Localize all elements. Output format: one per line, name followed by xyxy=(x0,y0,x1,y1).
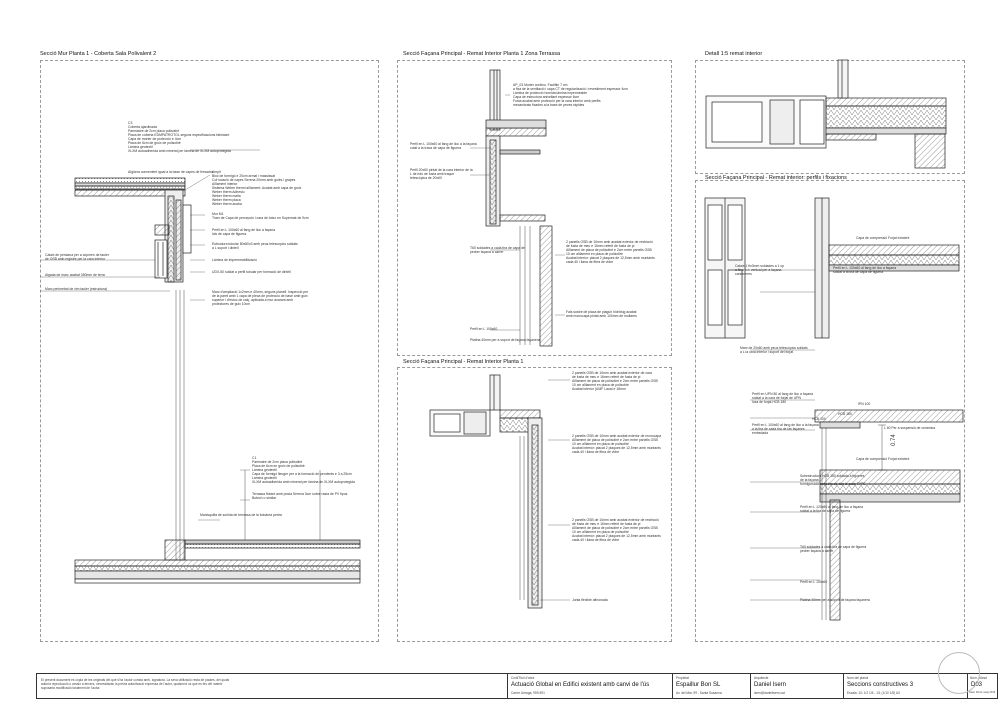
panel-title: Secció Mur Planta 1 - Coberta Sala Poliv… xyxy=(40,51,157,57)
panel-title: Secció Façana Principal - Remat interior… xyxy=(705,175,847,181)
annotation: Calaix de persiana per a cúpmen de taule… xyxy=(45,253,109,261)
annotation: 2 panells OSB de 10mm amb acabat exterio… xyxy=(572,371,658,391)
annotation: Mur M1 Tram de Capa de percepció i cara … xyxy=(212,212,309,220)
annotation: Platina 40mm per a suport de façana faça… xyxy=(470,338,540,342)
dimension-label: IPN 100 xyxy=(858,402,871,406)
drawing-name: Seccions constructives 3 xyxy=(847,682,914,688)
owner-address: Av. del Mar, 99 - Santa Susanna xyxy=(676,691,722,695)
annotation: Perfil en L 120x80 al fang de lloc a faç… xyxy=(800,505,864,513)
annotation: Perfil en L 100x60 xyxy=(470,327,498,331)
architect-name: Daniel Isern xyxy=(754,682,787,688)
annotation: 2 panells OSB de 10mm amb acabat exterio… xyxy=(566,240,655,264)
annotation: L 60 Per a suspensió de ceràmica xyxy=(884,426,936,430)
annotation: Perfil en L 100x60 al fang de lloc a faç… xyxy=(212,228,276,236)
annotation: C3 Coberta ajardinada Parmàstre de 2cm p… xyxy=(128,121,231,153)
annotation: Perfil en L 100x60 al fang de lloc a la … xyxy=(752,423,819,435)
annotation: Capa de compressió Forjat existent xyxy=(856,457,910,461)
architect-email: isern@danielisern.cat xyxy=(754,691,785,695)
label: Codi/Títol d'obra xyxy=(511,676,535,680)
annotation: AP_03 Morter continu. Facilitin 7 cm a f… xyxy=(513,83,628,107)
annotation: 2 panells OSB de 10mm amb acabat exterio… xyxy=(572,518,661,542)
annotation: Aïgüera convenient igual a la base de ca… xyxy=(128,170,213,174)
annotation: Perfil en L 100x60 xyxy=(800,580,828,584)
annotation: Junta flexible afinonada xyxy=(572,598,608,602)
panel-title: Detall 1:5 remat interior xyxy=(705,51,763,57)
titleblock-architect: Arquitecte Daniel Isern isern@danieliser… xyxy=(750,674,844,698)
annotation: Terrassa flotant amb posta Serena 3cm so… xyxy=(252,492,348,500)
annotation: Fals sostre de placa de plaguir hidròfug… xyxy=(566,310,637,318)
watermark-stamp-icon xyxy=(938,652,980,694)
panel-perfils-fixacions xyxy=(695,180,965,642)
annotation: Marc de 20x60 amb peus telescòpics solda… xyxy=(740,346,808,354)
panel-detall-remat xyxy=(695,60,965,174)
annotation: Marc d'ampliació 1x2mm e 40mm, segons pl… xyxy=(212,290,309,306)
dimension-label: 0.74 xyxy=(891,434,897,446)
annotation: UDX-50 soldat a perfil tubular per forma… xyxy=(212,270,291,274)
panel-title: Secció Façana Principal - Remat Interior… xyxy=(403,51,561,57)
annotation: Manisquilla de sorlida de terrassa de la… xyxy=(200,513,282,517)
dimension-label: HCB 100 xyxy=(812,417,826,421)
titleblock-owner: Propietat Espaillur Bon SL Av. del Mar, … xyxy=(672,674,751,698)
panel-remat-planta-1 xyxy=(397,367,672,642)
annotation: T60 soldades a cada tira de capa de pedr… xyxy=(470,246,525,254)
owner-name: Espaillur Bon SL xyxy=(676,682,721,688)
section-perfils-fixacions xyxy=(704,197,964,621)
project-name: Actuació Global en Edifici existent amb … xyxy=(511,682,650,688)
annotation: T60 soldades a cada tira de capa de figu… xyxy=(800,545,867,553)
annotation: Subestructura HCB 180 soldada a figueres… xyxy=(800,474,866,486)
drawing-number: D03 xyxy=(971,682,983,688)
titleblock-drawing-name: Nom del plànol Seccions constructives 3 … xyxy=(843,674,968,698)
annotation: Ampit Bloc de formigó e 20cm armat i mas… xyxy=(212,170,302,206)
annotation: Perfil en UPN 80 al fang de lloc a façan… xyxy=(752,392,814,404)
label: Propietat xyxy=(676,676,689,680)
detail-remat-interior xyxy=(705,59,947,169)
titleblock-project: Codi/Títol d'obra Actuació Global en Edi… xyxy=(507,674,658,698)
annotation: 2 panells OSB de 10mm amb acabat exterio… xyxy=(572,434,662,454)
label: Nom del plànol xyxy=(847,676,869,680)
section-facana-terrassa xyxy=(470,69,565,347)
annotation: C1 Parimatre de 2cm placa polisotirè Pla… xyxy=(252,456,355,484)
title-block: El present document es còpia de les orig… xyxy=(36,673,998,699)
annotation: Perfil 20x60 pintat de la cara interior … xyxy=(410,168,473,180)
project-address: Carrer Ureaga, 999-991 xyxy=(511,691,545,695)
drawing-scale: Escala: 1/1 1/2 1/5 - 1/1 (1/10 1/5) A3 xyxy=(847,691,900,695)
panel-mur-planta-1 xyxy=(40,60,379,642)
annotation: Perfil en L 100x60 al fang de lloc a la … xyxy=(410,142,477,150)
annotation: Capa de compressió Forjat existent xyxy=(856,236,910,240)
copyright-disclaimer: El present document es còpia de les orig… xyxy=(41,678,230,690)
annotation: Làmina de impermeabilització xyxy=(212,258,257,262)
label: Arquitecte xyxy=(754,676,769,680)
annotation: Marc perimetral de xim tauler (estructur… xyxy=(45,287,108,291)
annotation: Perfil en L 100x60 al fang de lloc a faç… xyxy=(833,266,897,274)
annotation: Algada de marc acabat 350mm de terra xyxy=(45,273,105,277)
panel-facana-terrassa xyxy=(397,60,672,356)
annotation: Estructura tubular 80x80x3 amb peus tele… xyxy=(212,242,298,250)
drawing-date: Data: 09 de maig 2016 xyxy=(969,691,996,694)
section-mur-planta-1 xyxy=(40,149,361,584)
annotation: Platina 40mm per a suport de façana faça… xyxy=(800,598,870,602)
annotation: Calaix 1 fin3mm soldades a 1 cp a fixar … xyxy=(735,264,785,276)
dimension-label: HCB 180 xyxy=(838,412,852,416)
section-remat-planta-1 xyxy=(429,374,570,609)
panel-title: Secció Façana Principal - Remat Interior… xyxy=(403,359,524,365)
